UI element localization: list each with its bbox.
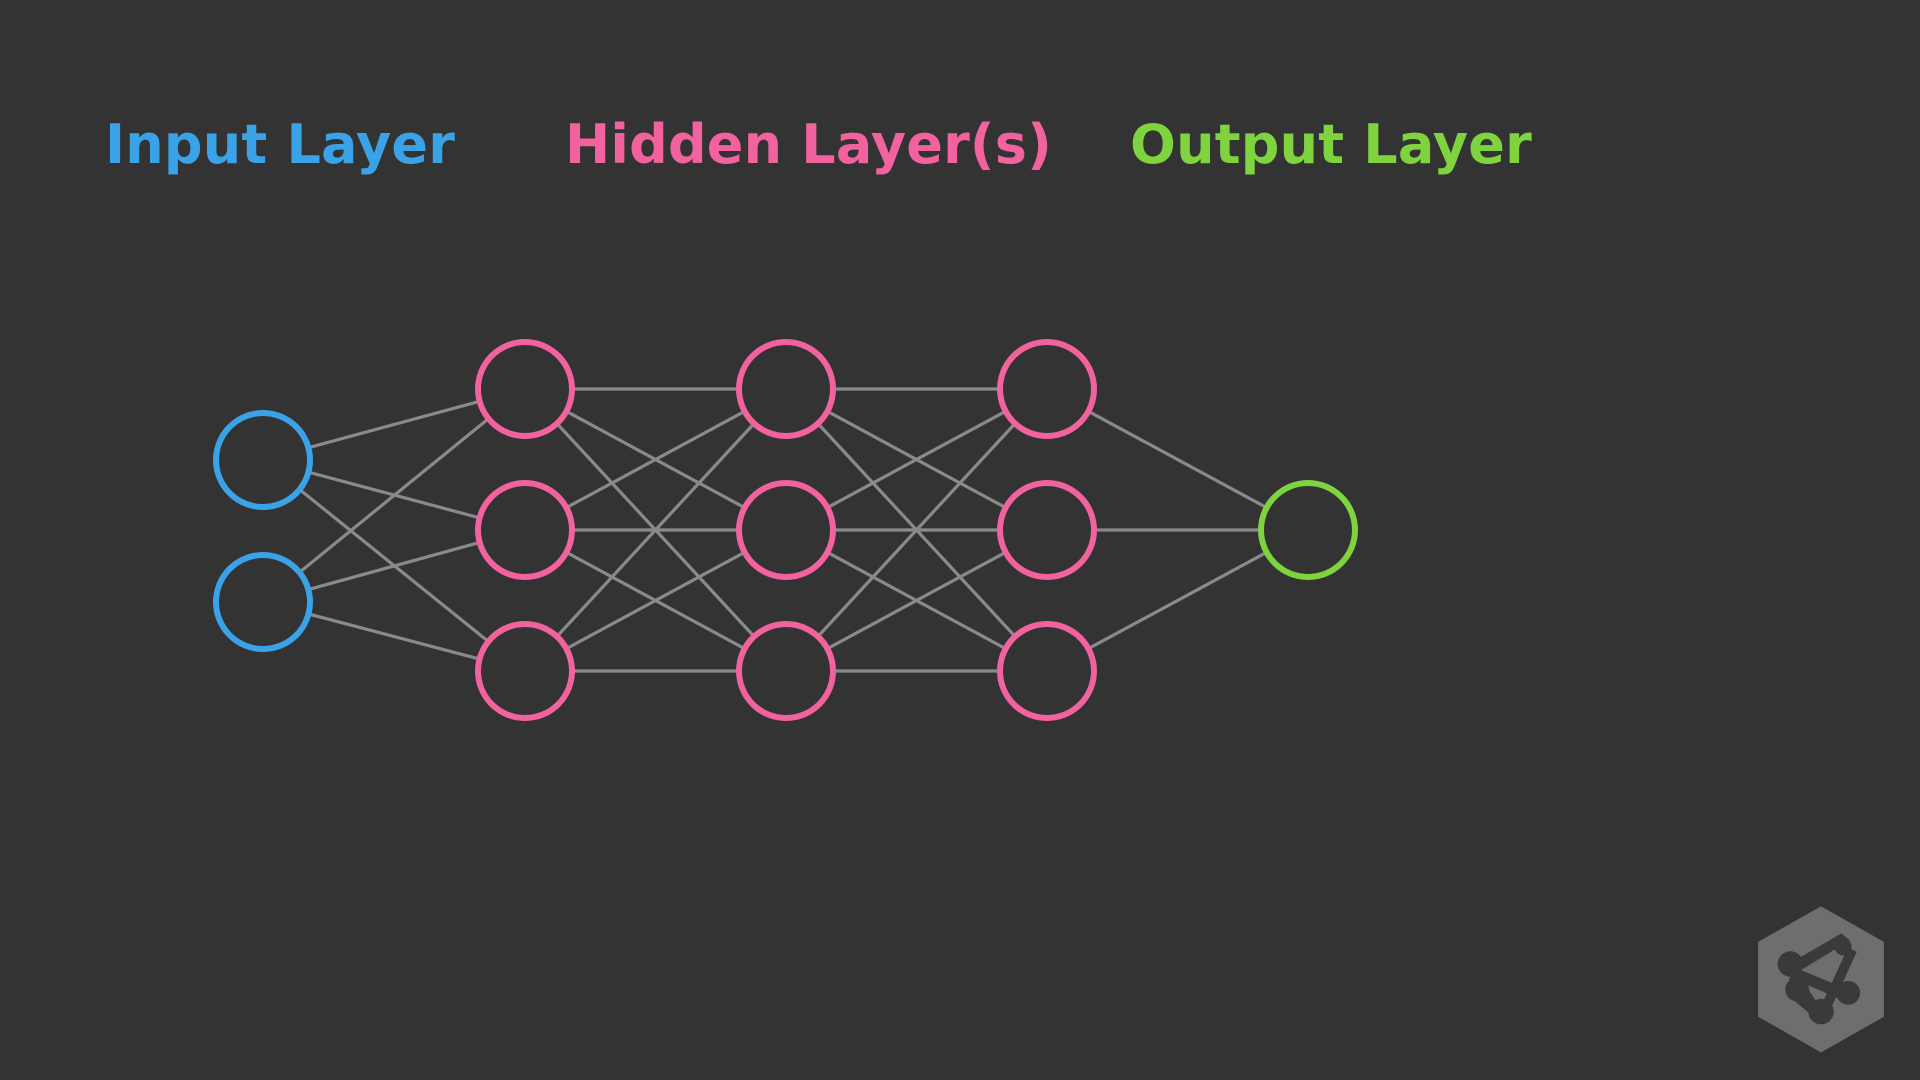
connection-edge [555, 422, 756, 638]
connection-edge [307, 399, 481, 450]
connection-edge [826, 550, 1007, 651]
connection-edge [307, 540, 481, 592]
connection-edge [1087, 550, 1268, 651]
neuron-node-h3-2 [997, 480, 1097, 580]
layer-label-output: Output Layer [1130, 113, 1532, 176]
neuron-node-h2-3 [736, 621, 836, 721]
hexagon-neuron-logo-icon [1758, 906, 1884, 1053]
neuron-node-i1 [213, 410, 313, 510]
layer-label-input: Input Layer [105, 113, 456, 176]
neuron-node-h1-1 [475, 339, 575, 439]
connection-edge [816, 422, 1017, 638]
watermark-logo [1736, 896, 1906, 1066]
neuron-nodes [213, 339, 1358, 721]
neuron-node-h2-1 [736, 339, 836, 439]
connection-edge [308, 612, 480, 661]
neuron-node-i2 [213, 552, 313, 652]
connection-edge [565, 409, 746, 510]
neuron-node-h3-1 [997, 339, 1097, 439]
connection-edge [826, 409, 1007, 510]
neuron-node-h3-3 [997, 621, 1097, 721]
connection-edges [298, 387, 1268, 673]
connection-edge [565, 550, 746, 651]
connection-edge [1087, 409, 1268, 510]
neuron-node-o1 [1258, 480, 1358, 580]
layer-label-hidden: Hidden Layer(s) [565, 113, 1053, 176]
neuron-node-h1-3 [475, 621, 575, 721]
connection-edge [298, 417, 490, 574]
neuron-node-h2-2 [736, 480, 836, 580]
neuron-node-h1-2 [475, 480, 575, 580]
